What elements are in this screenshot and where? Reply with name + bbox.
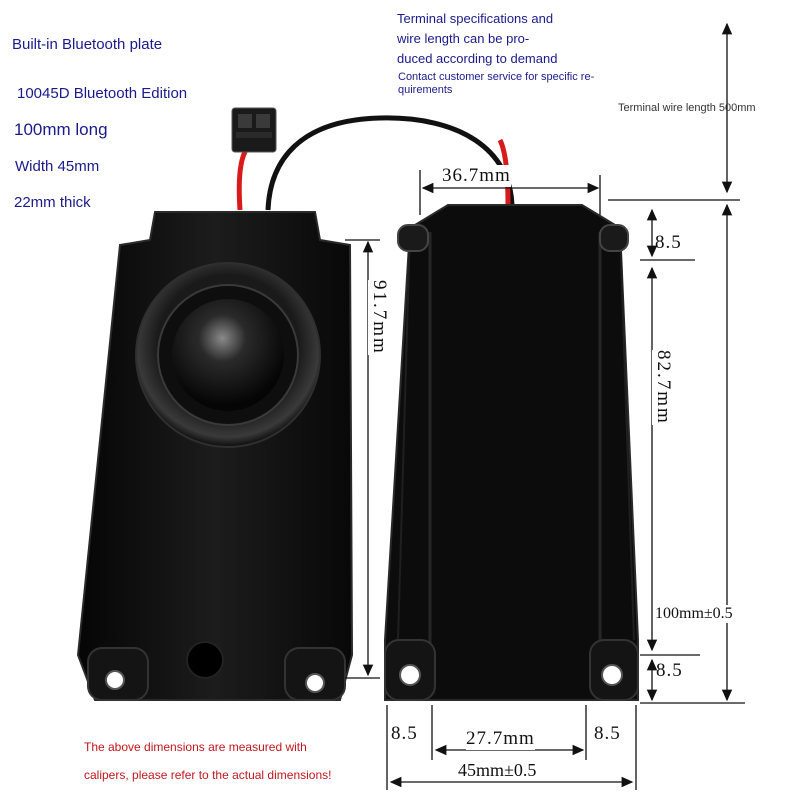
dim-top-offset: 8.5 bbox=[655, 232, 682, 253]
terminal-note: Terminal specifications and wire length … bbox=[397, 9, 557, 69]
dim-bottom-offset: 8.5 bbox=[656, 660, 683, 681]
connector-plug bbox=[231, 107, 277, 153]
dim-total-height: 100mm±0.5 bbox=[655, 605, 733, 623]
dim-left-margin: 8.5 bbox=[391, 723, 418, 744]
spec-thickness: 22mm thick bbox=[14, 194, 91, 211]
contact-note: Contact customer service for specific re… bbox=[398, 71, 594, 97]
dim-total-width: 45mm±0.5 bbox=[458, 760, 537, 781]
wire-length-label: Terminal wire length 500mm bbox=[618, 102, 756, 114]
spec-width: Width 45mm bbox=[15, 158, 100, 175]
disclaimer-line1: The above dimensions are measured with bbox=[84, 740, 307, 754]
spec-edition: 10045D Bluetooth Edition bbox=[17, 85, 188, 102]
dim-center-width: 27.7mm bbox=[466, 728, 535, 750]
terminal-note-line2: wire length can be pro- bbox=[397, 31, 530, 46]
contact-note-line1: Contact customer service for specific re… bbox=[398, 71, 595, 83]
contact-note-line2: quirements bbox=[398, 84, 453, 96]
spec-plate: Built-in Bluetooth plate bbox=[12, 36, 163, 53]
dim-inner-height: 82.7mm bbox=[652, 350, 674, 425]
dim-right-margin: 8.5 bbox=[594, 723, 621, 744]
dim-top-width: 36.7mm bbox=[442, 165, 511, 187]
dim-side-height: 91.7mm bbox=[368, 280, 390, 355]
disclaimer-line2: calipers, please refer to the actual dim… bbox=[84, 768, 332, 782]
terminal-note-line1: Terminal specifications and bbox=[397, 11, 554, 26]
spec-length: 100mm long bbox=[14, 120, 108, 139]
speaker-front-view bbox=[76, 211, 354, 701]
terminal-note-line3: duced according to demand bbox=[397, 51, 558, 66]
terminal-wires bbox=[236, 115, 515, 211]
speaker-back-view bbox=[384, 204, 639, 701]
